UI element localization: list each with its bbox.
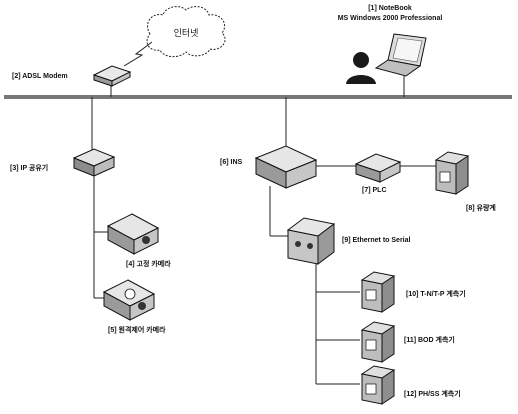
plc-device: [356, 154, 400, 182]
ph-ss-analyzer-label: [12] PH/SS 계측기: [404, 389, 461, 398]
ptz-camera-label: [5] 원격제어 카메라: [108, 325, 166, 334]
ethernet-to-serial-converter: [288, 218, 334, 264]
wireless-link: [124, 42, 152, 66]
ph-ss-analyzer: [362, 366, 394, 404]
ethernet-to-serial-label: [9] Ethernet to Serial: [342, 237, 411, 244]
adsl-modem: [94, 66, 130, 97]
ip-sharer-label: [3] IP 공유기: [10, 163, 48, 172]
plc-label: [7] PLC: [362, 187, 387, 194]
bod-analyzer: [362, 322, 394, 362]
ins-label: [6] INS: [220, 159, 243, 166]
ip-sharer: [74, 149, 114, 176]
flowmeter: [436, 152, 468, 194]
ptz-camera: [104, 280, 154, 320]
ins-device: [256, 146, 316, 188]
internet-label: 인터넷: [174, 28, 199, 38]
flowmeter-label: [8] 유량계: [466, 203, 496, 212]
bod-analyzer-label: [11] BOD 계측기: [404, 335, 455, 344]
fixed-camera-label: [4] 고정 카메라: [126, 259, 171, 268]
notebook-computer: [376, 34, 426, 97]
notebook-os-label: MS Windows 2000 Professional: [338, 15, 443, 22]
internet-cloud: 인터넷: [147, 7, 225, 57]
adsl-modem-label: [2] ADSL Modem: [12, 73, 68, 80]
tn-tp-analyzer-label: [10] T-N/T-P 계측기: [406, 289, 466, 298]
user-figure: [346, 52, 376, 84]
tn-tp-analyzer: [362, 272, 394, 312]
fixed-camera: [108, 214, 158, 254]
notebook-label: [1] NoteBook: [368, 5, 412, 12]
